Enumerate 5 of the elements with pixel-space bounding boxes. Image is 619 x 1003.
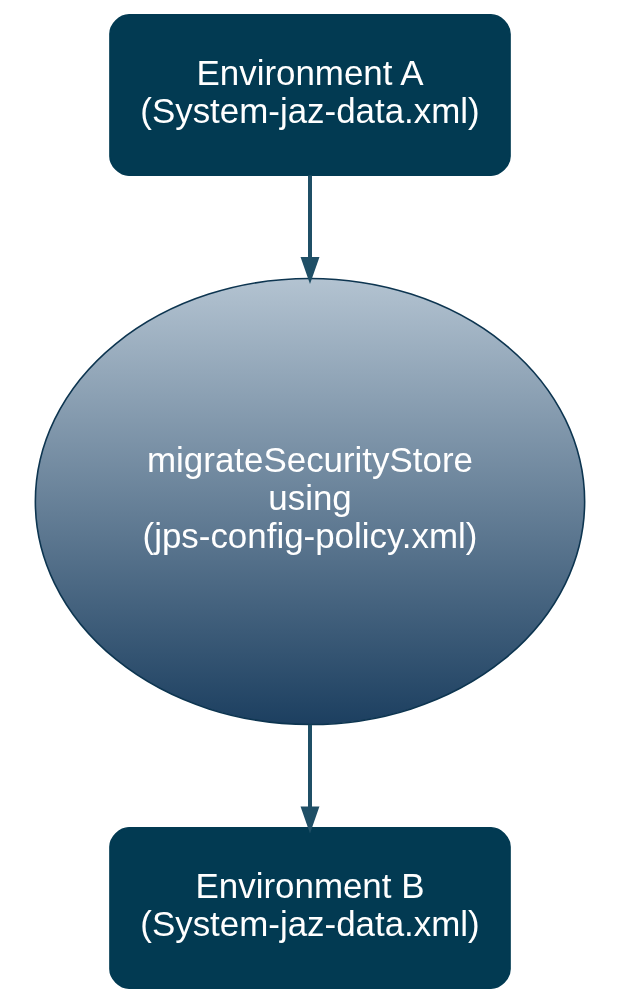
arrow: [300, 724, 319, 834]
arrow: [300, 175, 319, 285]
node-box: Environment A (System-jaz-data.xml): [108, 14, 511, 177]
node-ellipse: migrateSecurityStore using (jps-config-policy.xml): [34, 277, 585, 726]
node-box: Environment B (System-jaz-data.xml): [108, 826, 511, 989]
